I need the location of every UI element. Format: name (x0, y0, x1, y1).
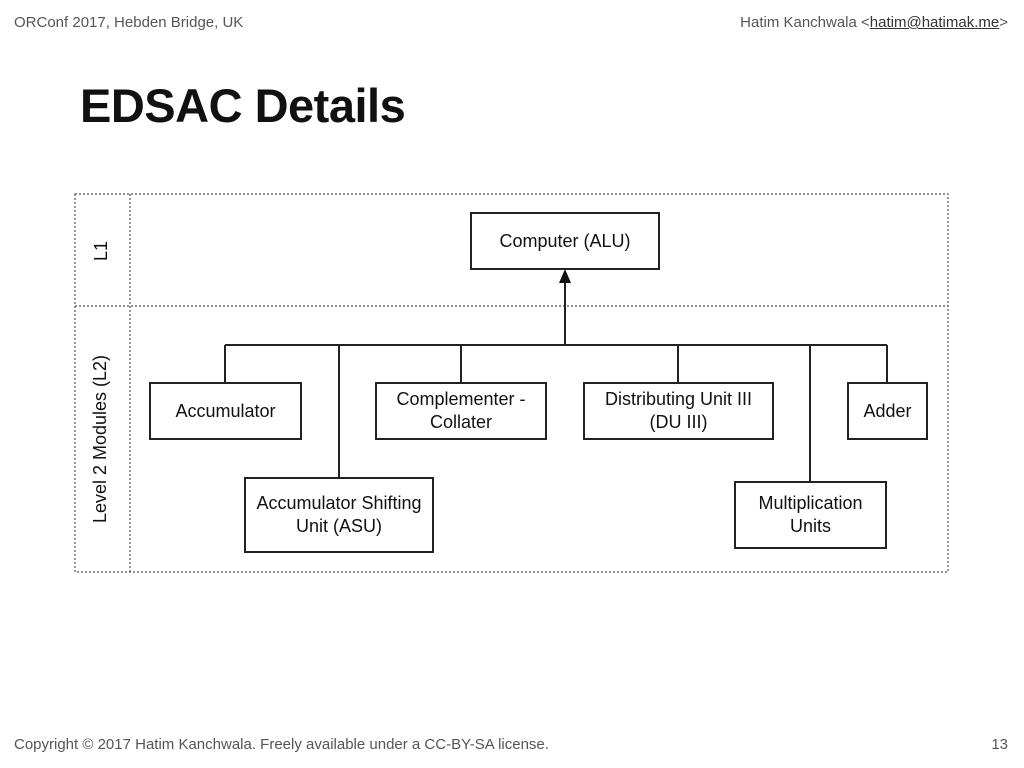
author-email-link[interactable]: hatim@hatimak.me (869, 14, 1000, 31)
slide-title: EDSAC Details (80, 79, 406, 132)
computer-alu-box: Computer (ALU) (470, 212, 660, 270)
lane-label-l1: L1 (91, 240, 111, 262)
adder-box: Adder (847, 382, 928, 440)
lane-label-l2: Level 2 Modules (L2) (90, 354, 110, 524)
author-credit: Hatim Kanchwala <hatim@hatimak.me> (740, 14, 1008, 31)
distributing-unit-box: Distributing Unit III (DU III) (583, 382, 774, 440)
swimlane-frame (74, 193, 949, 573)
copyright-notice: Copyright © 2017 Hatim Kanchwala. Freely… (14, 736, 549, 753)
author-name: Hatim Kanchwala < (740, 14, 870, 31)
author-close: > (999, 14, 1008, 31)
page-number: 13 (991, 736, 1008, 753)
multiplication-units-box: Multiplication Units (734, 481, 887, 549)
complementer-collater-box: Complementer - Collater (375, 382, 547, 440)
accumulator-box: Accumulator (149, 382, 302, 440)
arrow-head (559, 269, 571, 283)
accumulator-shifting-unit-box: Accumulator Shifting Unit (ASU) (244, 477, 434, 553)
conference-label: ORConf 2017, Hebden Bridge, UK (14, 14, 244, 31)
